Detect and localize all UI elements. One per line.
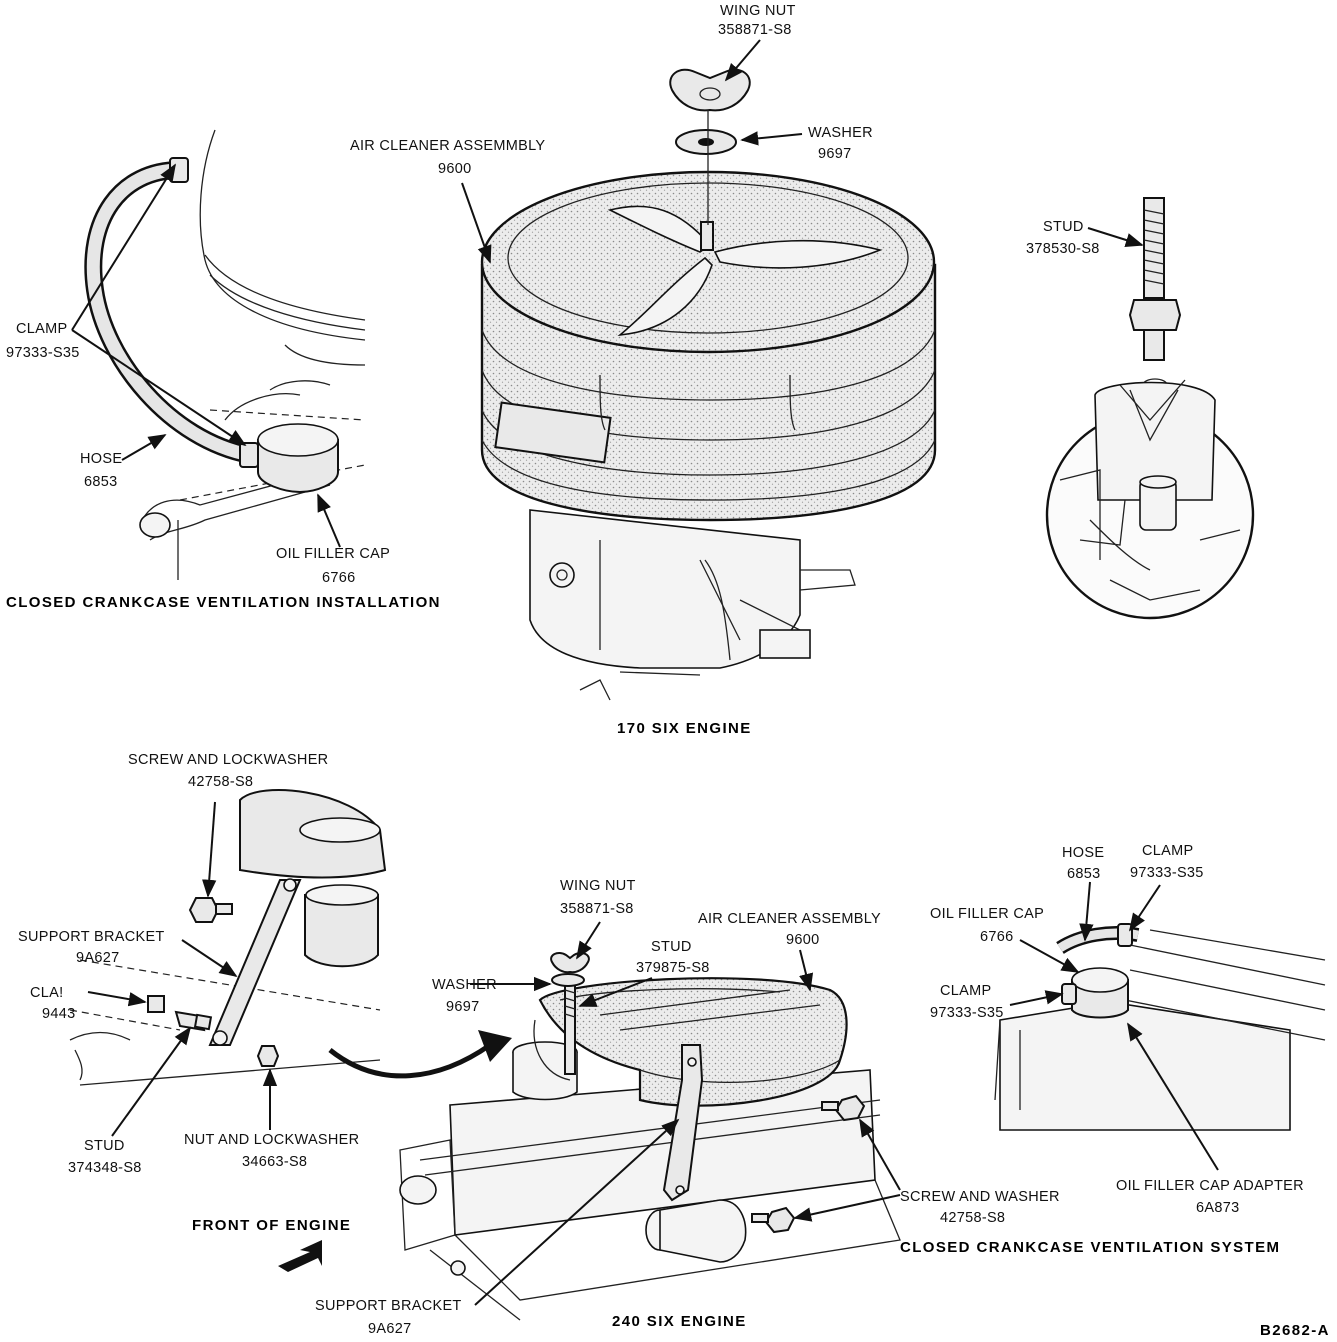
hose-illustration xyxy=(1056,923,1140,955)
clamp-bottom-label: CLAMP xyxy=(940,983,991,999)
washer-label: WASHER xyxy=(808,125,873,141)
support-bracket-illustration xyxy=(662,1044,704,1202)
screw-illustration xyxy=(751,1094,866,1234)
stud-illustration xyxy=(174,1010,213,1032)
ccv-system-caption: CLOSED CRANKCASE VENTILATION SYSTEM xyxy=(900,1239,1280,1256)
stud-detail-illustration: STUD 378530-S8 xyxy=(1026,197,1255,620)
hose-part-number: 6853 xyxy=(1067,866,1100,882)
stud-label: STUD xyxy=(84,1138,125,1154)
screw-washer-label: SCREW AND WASHER xyxy=(900,1189,1060,1205)
figure-id: B2682-A xyxy=(1260,1322,1330,1339)
support-bracket-part-number: 9A627 xyxy=(368,1321,411,1337)
washer-illustration xyxy=(551,973,585,987)
support-bracket-label: SUPPORT BRACKET xyxy=(18,929,165,945)
washer-illustration xyxy=(675,129,737,155)
screw-washer-part-number: 42758-S8 xyxy=(940,1210,1005,1226)
stud-illustration xyxy=(564,983,576,1075)
screw-illustration xyxy=(188,897,233,923)
clamp-top-label: CLAMP xyxy=(1142,843,1193,859)
ccv-system-illustration: HOSE 6853 CLAMP 97333-S35 OIL FILLER CAP… xyxy=(900,843,1326,1256)
oil-filler-cap-label: OIL FILLER CAP xyxy=(276,546,390,562)
engine-240-caption: 240 SIX ENGINE xyxy=(612,1313,747,1330)
stud-part-number: 378530-S8 xyxy=(1026,241,1100,257)
front-arrow-icon xyxy=(278,1240,322,1272)
clamp-part-number: 97333-S35 xyxy=(6,345,80,361)
air-cleaner-label: AIR CLEANER ASSEMBLY xyxy=(698,911,881,927)
front-of-engine-label: FRONT OF ENGINE xyxy=(192,1217,351,1234)
clamp-bottom-part-number: 97333-S35 xyxy=(930,1005,1004,1021)
oil-filler-cap-adapter-part-number: 6A873 xyxy=(1196,1200,1239,1216)
engine-170-caption: 170 SIX ENGINE xyxy=(617,720,752,737)
clamp-top-part-number: 97333-S35 xyxy=(1130,865,1204,881)
hose-part-number: 6853 xyxy=(84,474,117,490)
wing-nut-label: WING NUT xyxy=(720,3,796,19)
oil-filler-cap-illustration xyxy=(645,1199,747,1263)
nut-lockwasher-label: NUT AND LOCKWASHER xyxy=(184,1132,359,1148)
washer-part-number: 9697 xyxy=(818,146,851,162)
air-cleaner-part-number: 9600 xyxy=(438,161,471,177)
clamp-label: CLA! xyxy=(30,985,63,1001)
oil-filler-cap-illustration xyxy=(257,423,339,494)
engine-170-illustration: WING NUT 358871-S8 WASHER 9697 AIR CLEAN… xyxy=(350,3,937,737)
wing-nut-illustration xyxy=(669,68,751,112)
support-bracket-label: SUPPORT BRACKET xyxy=(315,1298,462,1314)
hose-illustration xyxy=(84,157,259,468)
ccv-installation-caption: CLOSED CRANKCASE VENTILATION INSTALLATIO… xyxy=(6,594,441,611)
oil-filler-cap-part-number: 6766 xyxy=(980,929,1013,945)
oil-filler-cap-illustration xyxy=(1061,967,1129,1019)
valve-cover-illustration xyxy=(399,1041,901,1321)
engine-240-illustration: WING NUT 358871-S8 STUD 379875-S8 AIR CL… xyxy=(315,878,1060,1337)
washer-part-number: 9697 xyxy=(446,999,479,1015)
oil-filler-cap-label: OIL FILLER CAP xyxy=(930,906,1044,922)
stud-part-number: 379875-S8 xyxy=(636,960,710,976)
screw-lockwasher-part-number: 42758-S8 xyxy=(188,774,253,790)
valve-cover-outline xyxy=(139,129,366,580)
wing-nut-part-number: 358871-S8 xyxy=(560,901,634,917)
air-cleaner-illustration xyxy=(480,170,937,522)
ccv-installation-illustration: CLAMP 97333-S35 HOSE 6853 OIL FILLER CAP… xyxy=(6,129,441,611)
support-bracket-part-number: 9A627 xyxy=(76,950,119,966)
air-cleaner-part-number: 9600 xyxy=(786,932,819,948)
wing-nut-part-number: 358871-S8 xyxy=(718,22,792,38)
stud-label: STUD xyxy=(1043,219,1084,235)
valve-cover-illustration xyxy=(994,929,1326,1131)
wing-nut-illustration xyxy=(550,952,590,974)
stud-label: STUD xyxy=(651,939,692,955)
nut-lockwasher-part-number: 34663-S8 xyxy=(242,1154,307,1170)
transfer-arrow-icon xyxy=(328,1030,512,1079)
air-cleaner-label: AIR CLEANER ASSEMMBLY xyxy=(350,138,545,154)
stud-part-number: 374348-S8 xyxy=(68,1160,142,1176)
screw-lockwasher-label: SCREW AND LOCKWASHER xyxy=(128,752,328,768)
carburetor-illustration xyxy=(529,509,856,701)
oil-filler-cap-part-number: 6766 xyxy=(322,570,355,586)
wing-nut-label: WING NUT xyxy=(560,878,636,894)
hose-label: HOSE xyxy=(1062,845,1104,861)
clamp-part-number: 9443 xyxy=(42,1006,75,1022)
washer-label: WASHER xyxy=(432,977,497,993)
oil-filler-cap-adapter-label: OIL FILLER CAP ADAPTER xyxy=(1116,1178,1304,1194)
hose-label: HOSE xyxy=(80,451,122,467)
bracket-detail-illustration: SCREW AND LOCKWASHER 42758-S8 SUPPORT BR… xyxy=(18,752,512,1272)
air-cleaner-illustration xyxy=(533,977,848,1107)
clamp-label: CLAMP xyxy=(16,321,67,337)
